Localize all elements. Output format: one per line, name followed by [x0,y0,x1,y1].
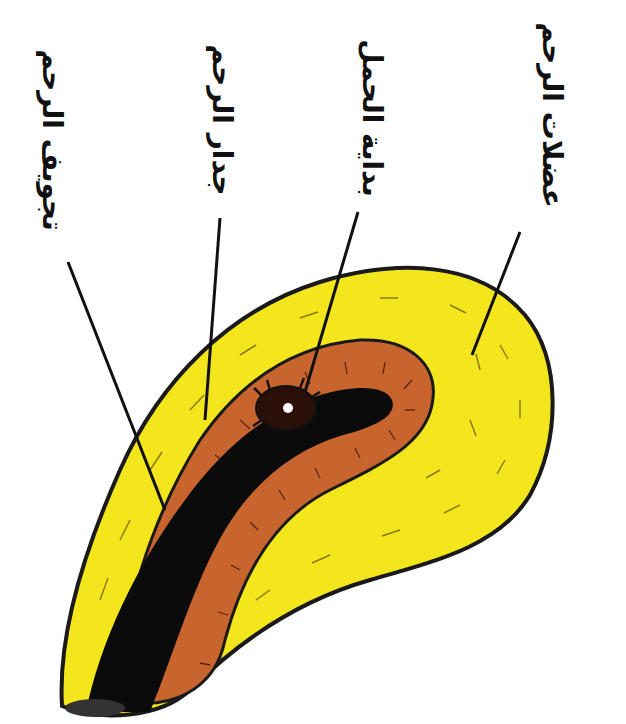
cervix [65,699,125,717]
uterine-cavity [86,388,393,712]
embryo-sac [253,378,320,430]
leader-lines [68,212,520,510]
part-label: بداية الحمل [355,39,389,197]
part-label: تجويف الرحم [35,49,69,231]
leader-line [68,262,165,510]
part-label: جدار الرحم [205,44,239,195]
leader-line [205,218,220,420]
leader-line [305,212,358,392]
leader-line [472,232,520,355]
part-label: عضلات الرحم [535,22,569,208]
